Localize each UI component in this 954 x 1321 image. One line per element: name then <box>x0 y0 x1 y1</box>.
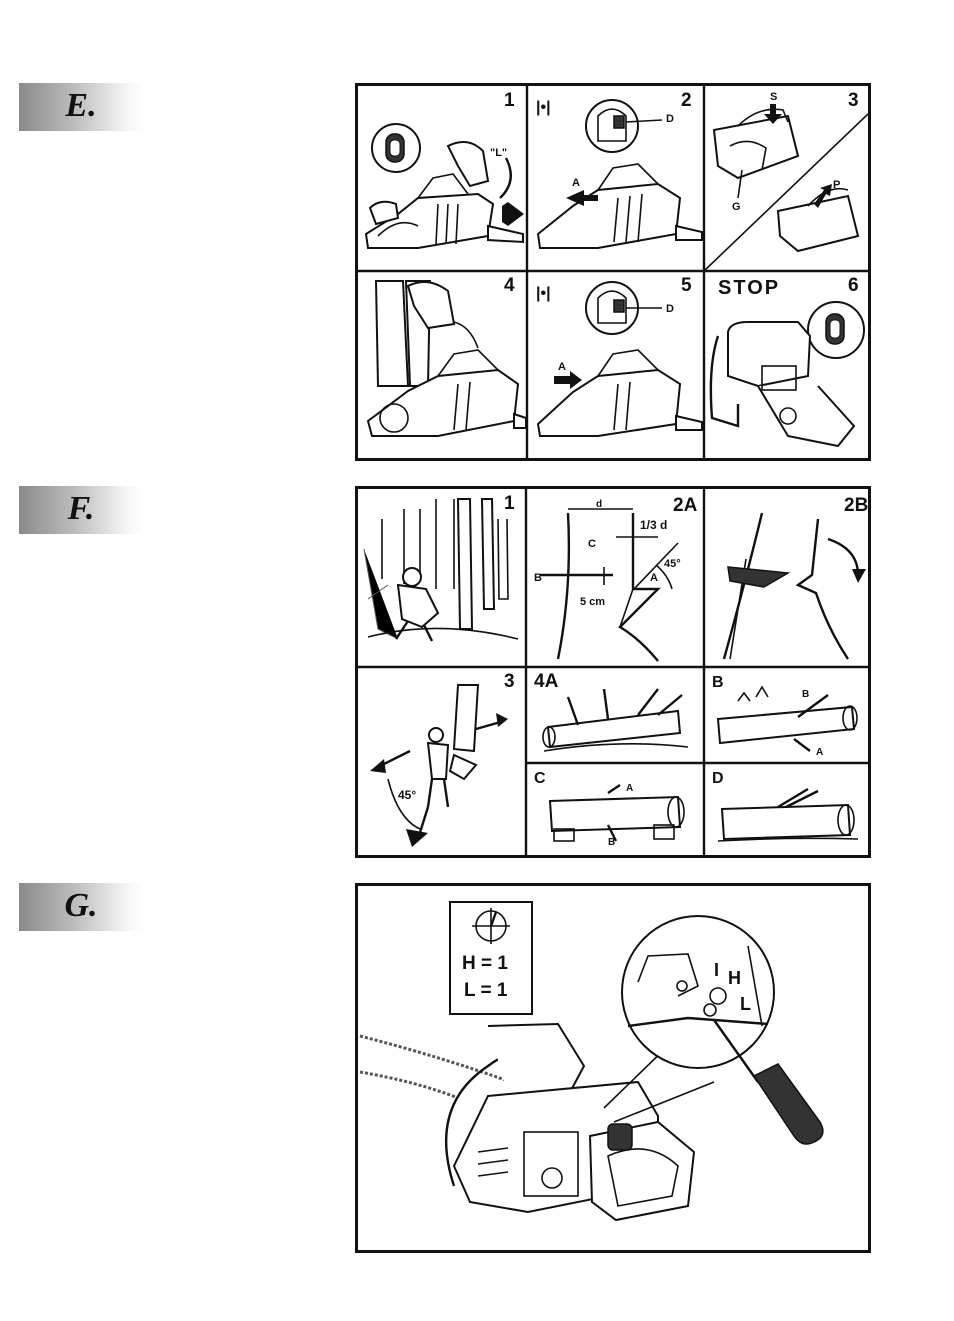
divider-line <box>703 113 868 272</box>
throttle-lock-symbol: |•| <box>536 99 551 116</box>
callout-a-label: A <box>650 572 658 584</box>
callout-d-label: D <box>666 113 674 125</box>
screwdriver-icon <box>713 1019 824 1145</box>
cell-f4a-number: 4A <box>534 671 559 692</box>
cell-fd-label: D <box>712 770 724 787</box>
chainsaw-icon <box>536 163 703 249</box>
lumberjack-icon <box>395 567 440 642</box>
push-arrow-icon <box>554 371 582 389</box>
cell-f2b-number: 2B <box>844 495 868 516</box>
high-speed-setting: H = 1 <box>462 953 508 974</box>
panel-e-starting-stopping: 1 "L" 2 |•| D <box>355 83 871 461</box>
section-label-f: F. <box>67 490 95 527</box>
callout-a-label: A <box>558 361 566 373</box>
cell-f3-number: 3 <box>504 671 515 692</box>
callout-a-label: A <box>572 177 580 189</box>
carburetor-detail-inset-icon <box>621 915 775 1069</box>
callout-g-label: G <box>732 201 741 213</box>
cell-e5-number: 5 <box>681 275 692 296</box>
section-label-g: G. <box>64 887 98 924</box>
chainsaw-icon <box>366 349 527 437</box>
callout-p-label: P <box>833 179 840 191</box>
saw-chain-icon <box>359 1034 509 1100</box>
trigger-hand-icon <box>776 187 860 253</box>
panel-f-felling: 1 2A <box>355 486 871 858</box>
fallen-log-branches-icon <box>542 688 689 752</box>
cell-f2a-number: 2A <box>673 495 698 516</box>
idle-screw-callout-i: I <box>714 960 719 980</box>
panel-g-illustration: H = 1 L = 1 I <box>359 901 824 1222</box>
ground-line <box>367 627 519 640</box>
cell-e3-number: 3 <box>848 90 859 111</box>
cell-fc-label: C <box>534 770 546 787</box>
log-under-tension-icon <box>716 685 858 752</box>
chainsaw-rear-view-icon <box>709 321 856 448</box>
log-supported-ends-icon <box>548 784 685 842</box>
callout-d-label: D <box>666 303 674 315</box>
low-speed-screw-callout-l: L <box>740 994 751 1014</box>
section-tab-f: F. <box>19 486 143 534</box>
callout-l-label: "L" <box>490 147 507 159</box>
callout-a-label: A <box>626 783 633 794</box>
handle-grip-icon <box>712 108 800 180</box>
section-tab-e: E. <box>19 83 143 131</box>
dimension-third-d-label: 1/3 d <box>640 518 667 532</box>
cell-e4-number: 4 <box>504 275 515 296</box>
chainsaw-icon <box>364 173 524 249</box>
panel-g-carburetor-adjustment: H = 1 L = 1 I <box>355 883 871 1253</box>
section-label-e: E. <box>65 87 97 124</box>
cell-e1-number: 1 <box>504 90 515 111</box>
choke-knob-inset-icon <box>807 301 865 359</box>
chainsaw-icon <box>536 349 703 437</box>
settings-box <box>449 901 533 1015</box>
cell-f1-number: 1 <box>504 493 515 514</box>
hand-icon <box>368 141 490 226</box>
press-arrow-icon <box>764 104 782 124</box>
angle-45-label: 45° <box>664 558 681 570</box>
switch-inset-icon <box>585 99 639 153</box>
callout-c-label: C <box>588 538 596 550</box>
hand-icon <box>406 281 479 349</box>
callout-b-label: B <box>534 572 542 584</box>
throttle-lock-symbol: |•| <box>536 285 551 302</box>
panel-f-illustrations: 1 2A <box>358 489 868 855</box>
push-arrow-icon <box>566 190 598 206</box>
callout-b-label: B <box>802 689 809 700</box>
cell-e2-number: 2 <box>681 90 692 111</box>
cell-e6-number: 6 <box>848 275 859 296</box>
high-speed-screw-callout-h: H <box>728 968 741 988</box>
escape-route-diagram-icon <box>370 684 508 847</box>
section-tab-g: G. <box>19 883 143 931</box>
low-speed-setting: L = 1 <box>464 980 508 1001</box>
dimension-d-label: d <box>596 499 602 510</box>
release-arrow-icon <box>814 184 832 208</box>
tree-falling-diagram-icon <box>722 512 866 660</box>
choke-pull-arrow-icon <box>499 157 512 199</box>
cell-fb-label: B <box>712 674 724 691</box>
log-on-ground-icon <box>717 787 859 842</box>
callout-b-label: B <box>608 837 615 848</box>
chainsaw-body-icon <box>444 1022 696 1222</box>
forest-trees-icon <box>363 498 509 640</box>
depth-5cm-label: 5 cm <box>580 596 605 608</box>
angle-45-label: 45° <box>398 788 416 802</box>
choke-knob-inset-icon <box>371 123 421 173</box>
callout-s-label: S <box>770 91 777 103</box>
panel-e-illustrations: 1 "L" 2 |•| D <box>358 86 868 458</box>
callout-a-label: A <box>816 747 823 758</box>
tree-trunk-notch-diagram-icon <box>540 508 679 662</box>
direction-arrow-icon <box>502 202 524 226</box>
tachometer-icon <box>472 908 510 944</box>
stop-heading: STOP <box>718 277 780 299</box>
